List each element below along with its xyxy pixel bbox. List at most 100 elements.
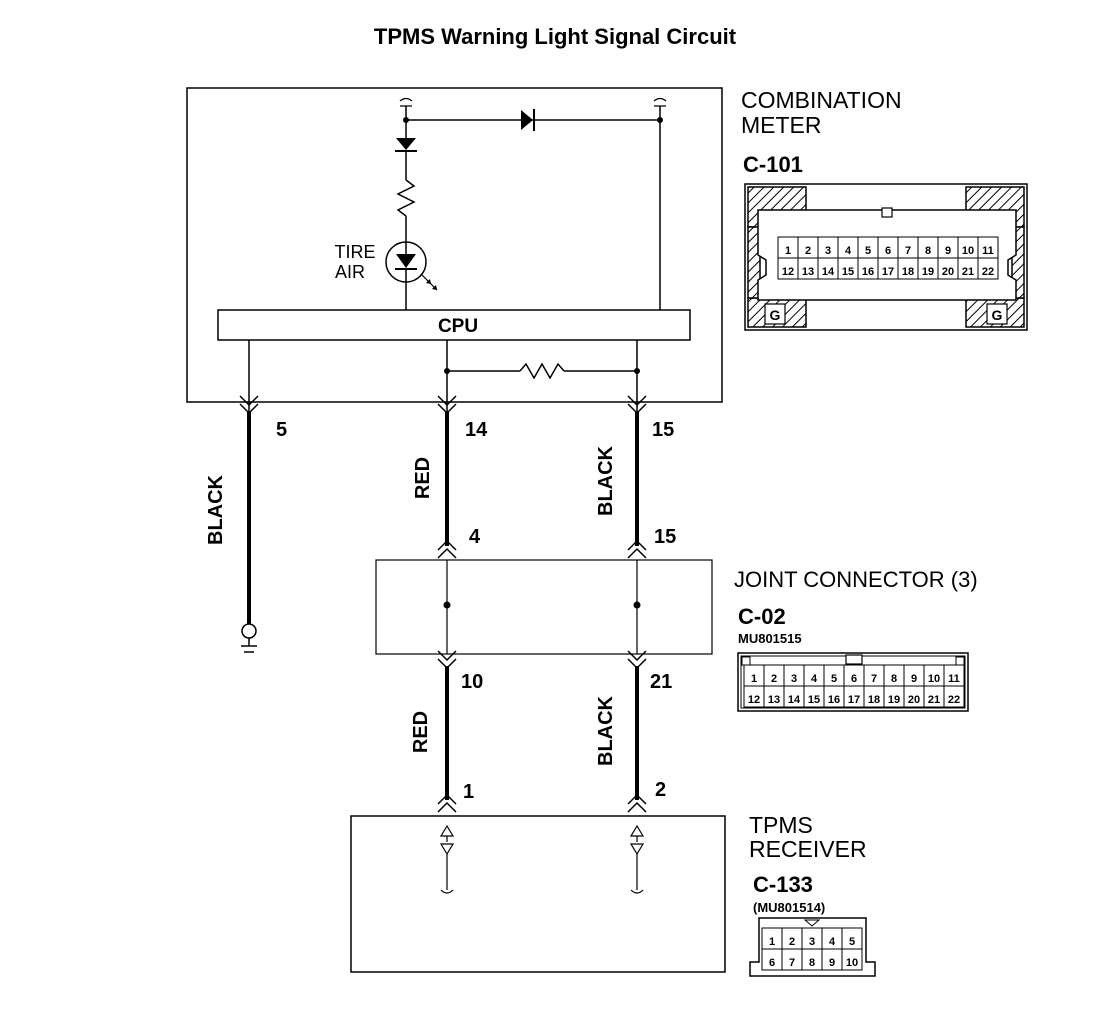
connector-chevron-icon	[437, 793, 647, 813]
joint-connector-part-number: MU801515	[738, 631, 802, 646]
joint-connector-name: JOINT CONNECTOR (3)	[734, 567, 978, 592]
c133-pin-number: 6	[769, 957, 775, 969]
c02-pin-number: 4	[811, 673, 818, 685]
c101-pin-number: 17	[882, 266, 894, 278]
c101-pin-number: 22	[982, 266, 994, 278]
tpms-receiver-connector-id: C-133	[753, 872, 813, 897]
c101-pin-number: 19	[922, 266, 934, 278]
bidirectional-signal-icon	[629, 824, 645, 894]
c101-pin-number: 5	[865, 245, 871, 257]
cpu-label: CPU	[438, 316, 478, 337]
receiver-pin-2-label: 2	[655, 779, 666, 801]
c101-pin-number: 13	[802, 266, 814, 278]
c133-pin-number: 5	[849, 936, 855, 948]
joint-connector-id: C-02	[738, 604, 786, 629]
c02-pin-number: 9	[911, 673, 917, 685]
c101-pin-number: 16	[862, 266, 874, 278]
c02-pin-number: 16	[828, 694, 840, 706]
c02-pin-number: 6	[851, 673, 857, 685]
tpms-receiver-name-line1: TPMS	[749, 812, 813, 838]
joint-pin-21-label: 21	[650, 671, 672, 693]
joint-connector	[375, 559, 713, 655]
c02-pin-number: 22	[948, 694, 960, 706]
c02-pin-number: 15	[808, 694, 820, 706]
ground-wire-color: BLACK	[205, 474, 227, 545]
meter-pin-14-label: 14	[465, 419, 488, 441]
c101-pin-number: 3	[825, 245, 831, 257]
diode-icon	[395, 138, 417, 152]
c02-pin-number: 19	[888, 694, 900, 706]
c02-pin-number: 14	[788, 694, 801, 706]
c02-pin-number: 3	[791, 673, 797, 685]
tpms-receiver-box	[350, 815, 726, 973]
c02-pin-number: 10	[928, 673, 940, 685]
c101-pin-number: 10	[962, 245, 974, 257]
c101-pin-number: 4	[845, 245, 852, 257]
c02-pin-number: 13	[768, 694, 780, 706]
c101-pin-number: 14	[822, 266, 835, 278]
c133-pin-number: 2	[789, 936, 795, 948]
combination-meter-connector-id: C-101	[743, 152, 803, 177]
bidirectional-signal-icon	[439, 824, 455, 894]
connector-chevron-icon	[437, 539, 647, 559]
wire-break-icon	[399, 97, 413, 107]
c101-pin-number: 21	[962, 266, 974, 278]
c101-pin-number: 2	[805, 245, 811, 257]
meter-pin-15-label: 15	[652, 419, 674, 441]
c101-pin-number: 8	[925, 245, 931, 257]
joint-pin-4-label: 4	[469, 526, 481, 548]
c02-pin-number: 5	[831, 673, 837, 685]
c101-pin-number: 18	[902, 266, 914, 278]
return-wire-lower-color: BLACK	[595, 695, 617, 766]
c133-pin-cavity	[841, 948, 863, 971]
c101-pin-number: 12	[782, 266, 794, 278]
c101-pin-number: 7	[905, 245, 911, 257]
c133-pin-number: 10	[846, 957, 858, 969]
signal-wire-lower-color: RED	[410, 711, 432, 753]
ground-mark-left: G	[770, 307, 781, 323]
meter-pin-5-label: 5	[276, 419, 287, 441]
tpms-receiver	[350, 815, 726, 973]
c133-pin-number: 9	[829, 957, 835, 969]
c133-pin-number: 7	[789, 957, 795, 969]
c02-pin-number: 7	[871, 673, 877, 685]
c02-pin-number: 17	[848, 694, 860, 706]
combination-meter-name-line1: COMBINATION	[741, 87, 902, 113]
c133-pin-number: 8	[809, 957, 815, 969]
c133-pin-number: 4	[829, 936, 836, 948]
joint-pin-15-label: 15	[654, 526, 676, 548]
c02-pin-number: 20	[908, 694, 920, 706]
joint-pin-10-label: 10	[461, 671, 483, 693]
resistor-icon	[519, 362, 565, 380]
cpu-block	[217, 309, 691, 341]
lamp-label-line1: TIRE	[334, 242, 375, 262]
wire-break-icon	[653, 97, 667, 107]
tpms-receiver-part-number: (MU801514)	[753, 900, 825, 915]
warning-lamp-led-icon	[385, 241, 438, 291]
c02-pin-number: 1	[751, 673, 757, 685]
c101-pin-number: 1	[785, 245, 791, 257]
receiver-pin-1-label: 1	[463, 781, 474, 803]
c02-pin-number: 11	[948, 673, 960, 685]
c02-pin-number: 8	[891, 673, 897, 685]
c02-pin-number: 18	[868, 694, 880, 706]
resistor-icon	[396, 179, 416, 217]
c02-pin-cavity	[943, 685, 965, 708]
c02-pin-number: 12	[748, 694, 760, 706]
joint-connector-box	[375, 559, 713, 655]
connector-chevron-icon	[239, 395, 647, 415]
combination-meter-box	[186, 87, 723, 403]
c101-pin-number: 15	[842, 266, 854, 278]
c02-pin-number: 21	[928, 694, 940, 706]
combination-meter-name-line2: METER	[741, 112, 822, 138]
ground-icon	[241, 623, 257, 653]
c133-pin-number: 1	[769, 936, 775, 948]
ground-mark-right: G	[992, 307, 1003, 323]
lamp-label-line2: AIR	[335, 262, 365, 282]
c101-pin-number: 11	[982, 245, 994, 257]
c101-pin-number: 20	[942, 266, 954, 278]
